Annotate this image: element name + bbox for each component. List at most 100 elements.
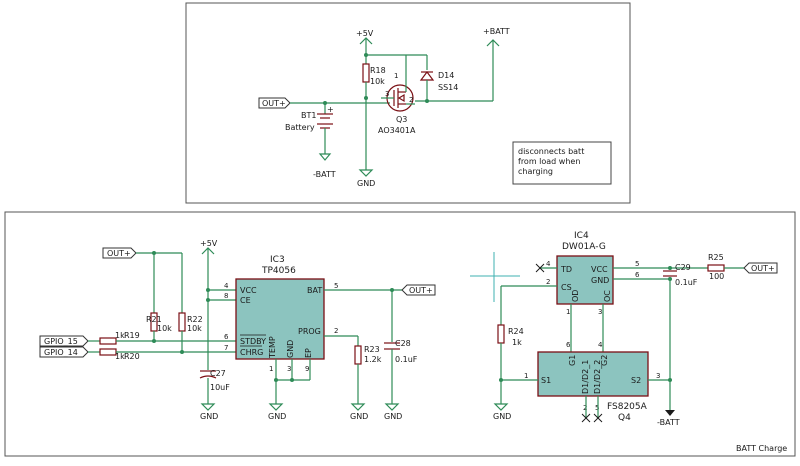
ic4-chip: IC4 DW01A-G TD CS VCC GND OD OC 4 2 5 6 … xyxy=(546,231,640,316)
bt1-ref: BT1 xyxy=(301,111,316,120)
gnd-r23-label: GND xyxy=(350,412,368,421)
gnd-ic3: GND xyxy=(268,403,286,421)
ic3-pin-ep: EP xyxy=(304,348,313,358)
note-line-2: from load when xyxy=(518,157,580,166)
minus-batt-symbol: -BATT xyxy=(657,410,680,427)
r19-value: 1k xyxy=(115,331,125,340)
ic4-pin-vcc: VCC xyxy=(591,265,608,274)
crosshair-cursor xyxy=(470,252,520,302)
gnd-r24: GND xyxy=(493,403,511,421)
gpio14-label: GPIO_14 xyxy=(39,346,89,358)
q4-mosfet-pair: G1 G2 D1/D2_1 D1/D2_2 S1 S2 6 4 1 3 2 5 … xyxy=(524,341,660,423)
c29-capacitor: C29 0.1uF xyxy=(663,263,698,287)
note-line-1: disconnects batt xyxy=(518,147,584,156)
q4-num-1: 1 xyxy=(524,372,528,380)
bottom-out-label-right: OUT+ xyxy=(743,262,778,274)
d14-diode: D14 SS14 xyxy=(419,55,458,101)
c29-value: 0.1uF xyxy=(675,278,698,287)
q4-num-6: 6 xyxy=(566,341,571,349)
td-no-connect xyxy=(535,263,545,273)
bt1-value: Battery xyxy=(285,123,315,132)
q4-num-4: 4 xyxy=(598,341,603,349)
r22-ref: R22 xyxy=(187,315,203,324)
top-gnd-label: GND xyxy=(357,179,375,188)
top-batt-label: +BATT xyxy=(483,27,510,36)
ic3-num-5: 5 xyxy=(334,282,338,290)
junction-s2 xyxy=(668,378,672,382)
junction-batt xyxy=(425,99,429,103)
gnd-c28: GND xyxy=(384,403,402,421)
ic3-num-7: 7 xyxy=(224,344,228,352)
r19-resistor: 1k R19 xyxy=(99,331,140,345)
junction-vcc xyxy=(206,288,210,292)
ic4-pin-td: TD xyxy=(560,265,572,274)
gpio14-text: GPIO_14 xyxy=(44,348,78,357)
ic4-pin-gnd: GND xyxy=(591,276,609,285)
ic3-pin-temp: TEMP xyxy=(268,336,277,359)
q3-pin3: 3 xyxy=(385,90,389,98)
ic3-pin-stdby: STDBY xyxy=(240,337,266,346)
r21-resistor: R21 10k xyxy=(146,312,172,333)
ic4-pin-oc: OC xyxy=(603,290,612,302)
top-minus-batt-label: -BATT xyxy=(313,170,336,179)
ic4-num-4: 4 xyxy=(546,260,551,268)
q3-mosfet: 3 2 1 Q3 AO3401A xyxy=(378,55,416,135)
gnd-r24-label: GND xyxy=(493,412,511,421)
bottom-out-left-text: OUT+ xyxy=(107,249,131,258)
sheet-title: BATT Charge xyxy=(736,444,787,453)
r21-value: 10k xyxy=(157,324,172,333)
r20-resistor: 1k R20 xyxy=(99,348,140,361)
ic3-num-1: 1 xyxy=(269,365,273,373)
r22-resistor: R22 10k xyxy=(178,312,203,333)
q3-pin1: 1 xyxy=(394,72,398,80)
q4-value: FS8205A xyxy=(607,402,648,412)
ic3-ref: IC3 xyxy=(270,255,285,265)
bottom-out-right-text: OUT+ xyxy=(751,264,775,273)
q4-pin-d12b: D1/D2_2 xyxy=(593,360,602,394)
r23-value: 1.2k xyxy=(364,355,382,364)
ic4-num-5: 5 xyxy=(635,260,639,268)
gnd-c28-label: GND xyxy=(384,412,402,421)
c27-value: 10uF xyxy=(210,383,230,392)
r24-ref: R24 xyxy=(508,327,524,336)
svg-text:+: + xyxy=(327,105,334,114)
top-supply-label: +5V xyxy=(356,29,374,38)
r18-ref: R18 xyxy=(370,66,386,75)
note-line-3: charging xyxy=(518,167,553,176)
r21-ref: R21 xyxy=(146,315,162,324)
gnd-r23: GND xyxy=(350,403,368,421)
ic3-pin-vcc: VCC xyxy=(240,286,257,295)
r24-resistor: R24 1k xyxy=(497,324,524,347)
q4-num-2: 2 xyxy=(583,404,587,412)
gpio15-text: GPIO_15 xyxy=(44,337,78,346)
top-out-label: OUT+ xyxy=(258,97,291,109)
bt1-battery: + BT1 Battery -BATT xyxy=(285,103,336,179)
q4-num-5: 5 xyxy=(595,404,599,412)
r18-value: 10k xyxy=(370,77,385,86)
gpio15-label: GPIO_15 xyxy=(39,335,89,347)
bottom-out-mid-text: OUT+ xyxy=(409,286,433,295)
r24-value: 1k xyxy=(512,338,522,347)
r20-ref: R20 xyxy=(124,352,140,361)
r19-ref: R19 xyxy=(124,331,140,340)
bottom-supply-label: +5V xyxy=(200,239,218,248)
ic4-ref: IC4 xyxy=(574,231,589,241)
q3-pin2: 2 xyxy=(409,96,413,104)
c27-capacitor: C27 10uF xyxy=(199,369,230,404)
ic3-pin-gnd: GND xyxy=(286,340,295,358)
r25-value: 100 xyxy=(709,272,724,281)
q4-pin-g1: G1 xyxy=(568,355,577,366)
top-sheet-frame xyxy=(185,2,631,204)
q4-pin-s1: S1 xyxy=(541,376,551,385)
gnd-c27: GND xyxy=(200,403,218,421)
note-box: disconnects batt from load when charging xyxy=(512,141,612,185)
c28-ref: C28 xyxy=(395,339,411,348)
ic3-chip: IC3 TP4056 VCC CE STDBY CHRG BAT PROG TE… xyxy=(224,255,338,373)
r22-value: 10k xyxy=(187,324,202,333)
q4-ref: Q4 xyxy=(618,413,631,423)
r25-resistor: R25 100 xyxy=(707,253,725,281)
c27-ref: C27 xyxy=(210,369,226,378)
bottom-out-label-left: OUT+ xyxy=(102,247,137,259)
